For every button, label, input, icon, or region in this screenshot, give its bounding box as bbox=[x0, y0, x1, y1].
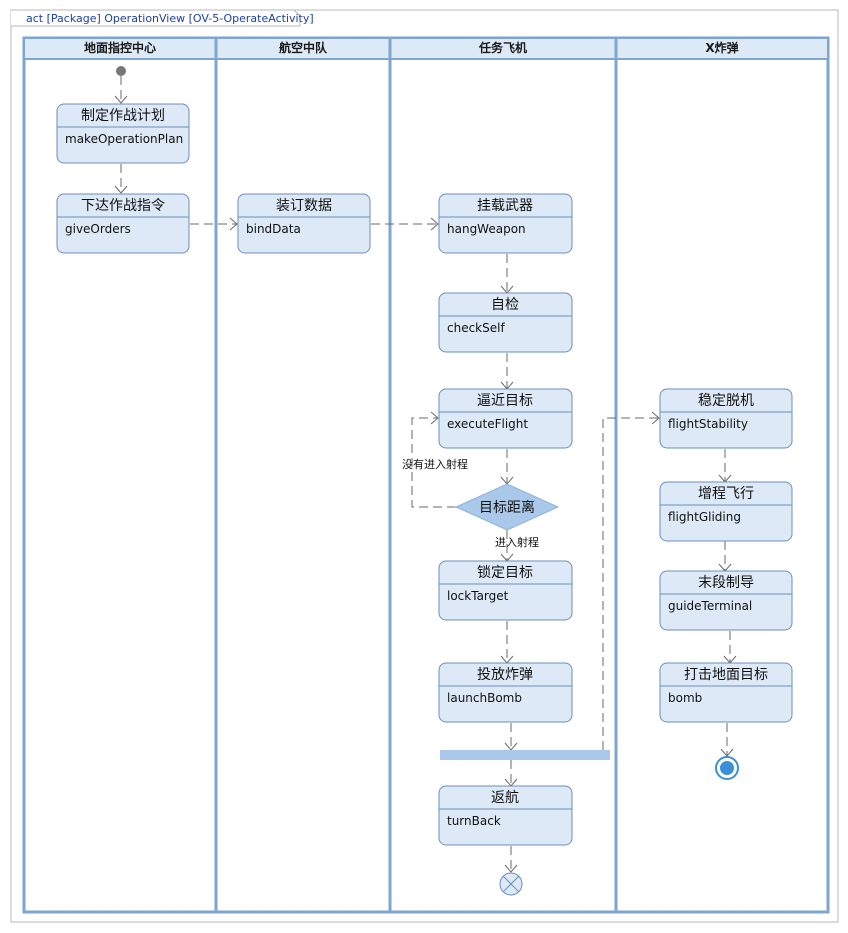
flow-final-node bbox=[499, 872, 523, 896]
activity-node-turn-back[interactable]: 返航 turnBack bbox=[438, 785, 573, 846]
activity-operation-name: makeOperationPlan bbox=[65, 132, 183, 146]
activity-operation-name: launchBomb bbox=[447, 691, 522, 705]
flow-fork-to-stability bbox=[602, 417, 659, 750]
activity-operation-name: bomb bbox=[668, 691, 702, 705]
activity-node-bomb[interactable]: 打击地面目标 bomb bbox=[659, 662, 793, 723]
fork-bar bbox=[440, 750, 610, 760]
activity-operation-name: flightStability bbox=[668, 417, 748, 431]
activity-title: 打击地面目标 bbox=[684, 666, 768, 683]
activity-title: 自检 bbox=[491, 297, 519, 313]
activity-node-make-operation-plan[interactable]: 制定作战计划 makeOperationPlan bbox=[56, 103, 190, 164]
activity-operation-name: turnBack bbox=[447, 814, 501, 828]
activity-node-hang-weapon[interactable]: 挂载武器 hangWeapon bbox=[438, 193, 573, 254]
activity-operation-name: giveOrders bbox=[65, 222, 131, 236]
activity-title: 挂载武器 bbox=[477, 198, 533, 214]
lane-title-ground-command: 地面指控中心 bbox=[84, 40, 156, 55]
activity-node-lock-target[interactable]: 锁定目标 lockTarget bbox=[438, 560, 573, 621]
activity-title: 稳定脱机 bbox=[698, 393, 754, 409]
initial-node bbox=[116, 66, 126, 76]
decision-label: 目标距离 bbox=[479, 499, 535, 516]
activity-operation-name: flightGliding bbox=[668, 510, 741, 524]
activity-title: 锁定目标 bbox=[477, 565, 533, 581]
lane-title-air-squadron: 航空中队 bbox=[279, 40, 328, 55]
activity-node-flight-gliding[interactable]: 增程飞行 flightGliding bbox=[659, 481, 793, 542]
activity-node-bind-data[interactable]: 装订数据 bindData bbox=[237, 193, 371, 254]
activity-operation-name: hangWeapon bbox=[447, 222, 526, 236]
activity-title: 下达作战指令 bbox=[81, 198, 165, 214]
swimlanes: 地面指控中心 航空中队 任务飞机 X炸弹 bbox=[22, 36, 830, 914]
frame-title: act [Package] OperationView [OV-5-Operat… bbox=[26, 12, 314, 25]
activity-node-give-orders[interactable]: 下达作战指令 giveOrders bbox=[56, 193, 190, 254]
activity-title: 逼近目标 bbox=[477, 393, 533, 409]
decision-node-target-distance[interactable]: 目标距离 bbox=[454, 483, 560, 531]
lane-title-mission-aircraft: 任务飞机 bbox=[478, 40, 527, 55]
activity-title: 装订数据 bbox=[276, 198, 332, 214]
flow-decision-loop-back bbox=[411, 417, 456, 508]
activity-operation-name: guideTerminal bbox=[668, 599, 752, 613]
activity-final-node bbox=[715, 756, 739, 780]
activity-operation-name: checkSelf bbox=[447, 321, 505, 335]
activity-title: 末段制导 bbox=[698, 575, 754, 591]
lane-title-x-bomb: X炸弹 bbox=[705, 40, 738, 55]
activity-node-launch-bomb[interactable]: 投放炸弹 launchBomb bbox=[438, 662, 573, 723]
activity-node-flight-stability[interactable]: 稳定脱机 flightStability bbox=[659, 388, 793, 449]
activity-node-guide-terminal[interactable]: 末段制导 guideTerminal bbox=[659, 570, 793, 631]
activity-title: 投放炸弹 bbox=[477, 667, 533, 683]
guard-in-range: 进入射程 bbox=[495, 535, 539, 549]
activity-title: 返航 bbox=[491, 790, 519, 806]
activity-title: 制定作战计划 bbox=[81, 108, 165, 124]
activity-title: 增程飞行 bbox=[698, 486, 754, 502]
activity-operation-name: executeFlight bbox=[447, 417, 528, 431]
activity-operation-name: bindData bbox=[246, 222, 301, 236]
activity-operation-name: lockTarget bbox=[447, 589, 509, 603]
activity-node-execute-flight[interactable]: 逼近目标 executeFlight bbox=[438, 388, 573, 449]
guard-not-in-range: 没有进入射程 bbox=[402, 457, 468, 471]
activity-node-check-self[interactable]: 自检 checkSelf bbox=[438, 292, 573, 353]
